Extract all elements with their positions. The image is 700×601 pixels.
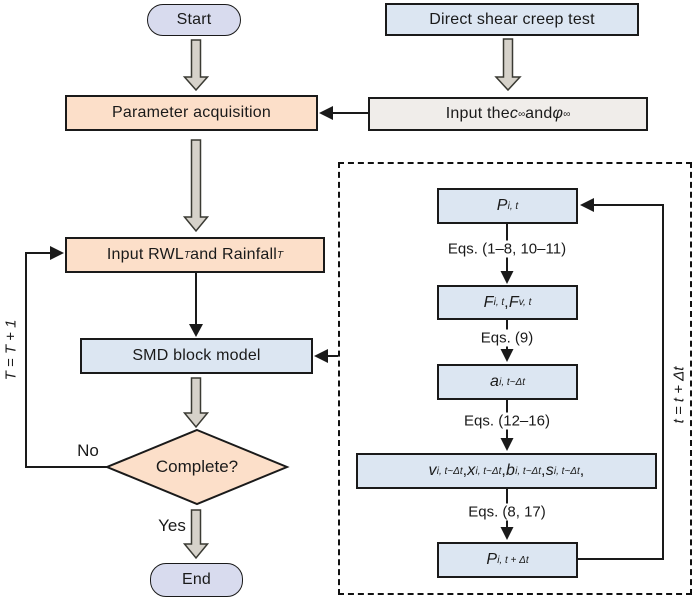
f1-subscript: i, t bbox=[493, 297, 505, 308]
f2-symbol: F bbox=[508, 293, 519, 311]
arrow-rwl-to-smd-head bbox=[189, 324, 203, 337]
a-subscript: i, t~Δt bbox=[499, 376, 525, 388]
a-symbol: a bbox=[490, 373, 500, 390]
end-label: End bbox=[181, 571, 212, 588]
f2-subscript: v, t bbox=[518, 297, 532, 308]
eq3-text: Eqs. (12–16) bbox=[464, 412, 550, 430]
no-loop-line bbox=[25, 252, 107, 468]
eq-label-3: Eqs. (12–16) bbox=[460, 412, 554, 430]
block-arrow-start-to-param bbox=[182, 39, 210, 92]
no-branch-label: No bbox=[77, 441, 99, 461]
phi-subscript: ∞ bbox=[563, 108, 571, 120]
direct-shear-node: Direct shear creep test bbox=[385, 3, 639, 36]
block-arrow-param-to-rwl bbox=[182, 139, 210, 233]
b-symbol: b bbox=[506, 462, 516, 479]
input-c-phi-mid: and bbox=[525, 105, 553, 122]
t-equals-t-plus-1-text: T = T + 1 bbox=[2, 319, 20, 381]
eq-label-4: Eqs. (8, 17) bbox=[464, 503, 550, 521]
chain-a-to-v-head bbox=[500, 438, 514, 451]
s-symbol: s bbox=[545, 462, 554, 479]
p-next-symbol: P bbox=[486, 551, 498, 568]
trailing-comma: , bbox=[579, 462, 585, 479]
no-loop-head bbox=[50, 246, 64, 260]
f1-symbol: F bbox=[483, 293, 494, 311]
start-node: Start bbox=[147, 4, 241, 36]
smd-label: SMD block model bbox=[132, 347, 261, 364]
direct-shear-label: Direct shear creep test bbox=[429, 10, 595, 28]
eq-label-1: Eqs. (1–8, 10–11) bbox=[443, 240, 571, 258]
c-symbol: c bbox=[509, 105, 519, 122]
x-symbol: x bbox=[467, 462, 476, 479]
block-arrow-shear-to-input bbox=[494, 38, 522, 92]
sep2: , bbox=[501, 462, 507, 479]
block-arrow-yes-to-end bbox=[182, 509, 210, 560]
smd-block-model-node: SMD block model bbox=[80, 338, 313, 374]
parameter-acquisition-node: Parameter acquisition bbox=[65, 95, 318, 131]
block-arrow-smd-to-decision bbox=[182, 377, 210, 429]
eq4-text: Eqs. (8, 17) bbox=[468, 503, 546, 521]
complete-decision-label: Complete? bbox=[156, 457, 238, 477]
start-label: Start bbox=[176, 11, 212, 28]
timestep-feedback-line bbox=[578, 204, 664, 560]
outer-loop-counter-label: T = T + 1 bbox=[3, 320, 20, 381]
yes-branch-label: Yes bbox=[158, 516, 186, 536]
c-subscript: ∞ bbox=[518, 108, 526, 120]
b-subscript: i, t~Δt bbox=[515, 465, 542, 477]
eq-label-2: Eqs. (9) bbox=[476, 329, 538, 347]
v-subscript: i, t~Δt bbox=[436, 465, 463, 477]
chain-p-to-f-head bbox=[500, 271, 514, 284]
phi-symbol: φ bbox=[552, 105, 564, 122]
input-c-phi-pre: Input the bbox=[445, 105, 510, 122]
t-equals-t-plus-dt-text: t = t + Δt bbox=[670, 366, 688, 424]
chain-v-to-p-head bbox=[500, 527, 514, 540]
input-rwl-pre: Input RWL bbox=[106, 246, 184, 263]
end-node: End bbox=[150, 563, 243, 597]
chain-f-to-a-head bbox=[500, 349, 514, 362]
yes-text: Yes bbox=[158, 516, 186, 535]
p-subscript: i, t bbox=[507, 200, 519, 212]
sep1: , bbox=[462, 462, 468, 479]
eq1-text: Eqs. (1–8, 10–11) bbox=[447, 240, 567, 258]
no-text: No bbox=[77, 441, 99, 460]
sep3: , bbox=[541, 462, 546, 479]
model-loop-dashed-box bbox=[338, 162, 692, 595]
timestep-increment-label: t = t + Δt bbox=[671, 367, 688, 424]
p-symbol: P bbox=[496, 197, 508, 214]
input-rwl-mid: and Rainfall bbox=[190, 246, 277, 263]
v-symbol: v bbox=[428, 462, 437, 479]
complete-decision-diamond bbox=[104, 428, 290, 506]
rwl-subscript: T bbox=[183, 249, 191, 261]
complete-text: Complete? bbox=[155, 457, 239, 476]
parameter-acquisition-label: Parameter acquisition bbox=[112, 104, 271, 121]
p-next-subscript: i, t + Δt bbox=[497, 554, 529, 566]
rainfall-subscript: T bbox=[277, 249, 284, 261]
input-c-phi-node: Input the c∞ and φ∞ bbox=[368, 97, 648, 131]
x-subscript: i, t~Δt bbox=[475, 465, 502, 477]
arrow-input-to-param-head bbox=[319, 106, 333, 120]
timestep-feedback-head bbox=[580, 198, 594, 212]
eq2-text: Eqs. (9) bbox=[480, 329, 534, 347]
f-separator: , bbox=[504, 293, 509, 311]
s-subscript: i, t~Δt bbox=[553, 465, 580, 477]
arrow-loopbox-to-smd-head bbox=[314, 349, 328, 363]
